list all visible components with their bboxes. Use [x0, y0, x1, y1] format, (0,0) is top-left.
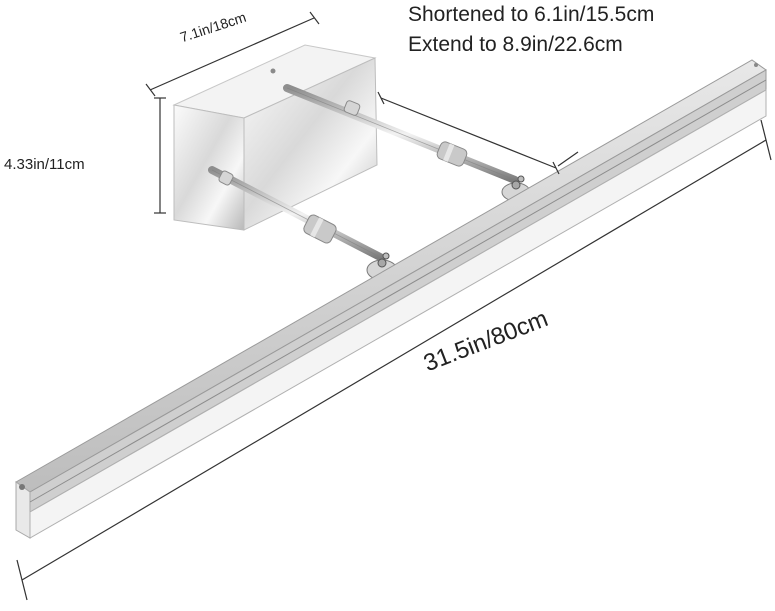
base-height-label: 4.33in/11cm [4, 156, 85, 173]
upper-arm [283, 84, 531, 202]
dimension-lines [16, 11, 772, 601]
extension-extended-label: Extend to 8.9in/22.6cm [408, 33, 623, 56]
extension-shortened-label: Shortened to 6.1in/15.5cm [408, 3, 655, 26]
led-light-bar [15, 59, 767, 539]
lower-arm [208, 166, 398, 281]
